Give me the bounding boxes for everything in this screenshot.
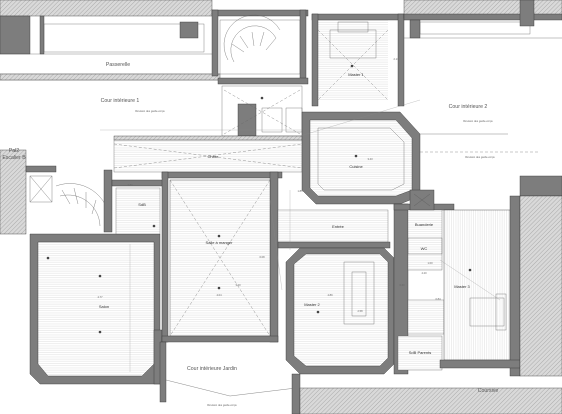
cuisine-room xyxy=(301,111,421,205)
dim-9: 2.13 xyxy=(393,57,399,61)
dim-5: 6.08 xyxy=(259,255,265,259)
small-office xyxy=(111,179,165,235)
label-stair-line1: Pal2 xyxy=(9,148,19,154)
top-building-band xyxy=(0,0,221,81)
dim-3: 3.43 xyxy=(367,157,373,161)
note-garde-corps-cour2: Révision des garde-corps xyxy=(463,119,493,123)
dim-6: 2.58 xyxy=(357,309,363,313)
label-passerelle: Passerelle xyxy=(106,62,130,68)
label-master-2: Master 2 xyxy=(304,302,320,307)
label-sdb-parents: SdB Parents xyxy=(409,350,431,355)
spiral-stair-top xyxy=(211,9,309,81)
label-master-1: Master 1 xyxy=(348,72,364,77)
dim-4: 2.80 xyxy=(127,183,133,187)
balcony-corridor xyxy=(113,135,303,173)
master-2-room xyxy=(285,247,395,375)
label-cour-interieure-2: Cour intérieure 2 xyxy=(449,104,488,110)
light-fixtures xyxy=(46,64,472,334)
dim-8: 3.20 xyxy=(235,283,241,287)
central-stair-block xyxy=(217,77,309,137)
guide-lines xyxy=(100,99,501,372)
salle-a-manger-room xyxy=(161,171,283,343)
dim-12: 1.00 xyxy=(427,261,433,265)
label-salon: Salon xyxy=(99,304,109,309)
label-stair-line2: Escalier B xyxy=(2,155,26,161)
right-top-building xyxy=(403,0,562,39)
label-master-3: Master 3 xyxy=(454,284,470,289)
label-coursive: Coursive xyxy=(478,388,499,394)
note-garde-corps-bottom: Révision des garde-corps xyxy=(207,403,237,407)
dim-11: 0.60 xyxy=(399,283,405,287)
salon-room xyxy=(29,233,163,385)
right-wing xyxy=(393,175,562,377)
label-chbre: Chbre xyxy=(208,154,220,159)
label-sdb: SdB xyxy=(138,202,146,207)
dim-1: 4.77 xyxy=(97,295,103,299)
label-cour-interieure-jardin: Cour intérieure Jardin xyxy=(187,366,237,372)
label-wc: WC xyxy=(421,246,428,251)
dim-2: 4.04 xyxy=(216,293,222,297)
dim-7: 4.89 xyxy=(327,293,333,297)
note-garde-corps-top: Révision des garde-corps xyxy=(135,109,165,113)
cour-jardin-bottom xyxy=(159,341,562,414)
label-salle-a-manger: Salle à manger xyxy=(206,240,234,245)
note-garde-corps-right: Révision des garde-corps xyxy=(465,155,495,159)
left-stair-building xyxy=(0,149,113,235)
dim-13: 0.84 xyxy=(435,297,441,301)
label-entree: Entrée xyxy=(332,224,345,229)
dim-14: 1.85 xyxy=(297,189,303,193)
label-cour-interieure-1: Cour intérieure 1 xyxy=(101,98,140,104)
entree-corridor xyxy=(277,209,391,249)
dim-10: 4.20 xyxy=(421,271,427,275)
label-buanderie: Buanderie xyxy=(415,222,434,227)
master-1-room xyxy=(311,13,405,107)
label-cuisine: Cuisine xyxy=(349,164,363,169)
small-stair-right xyxy=(409,189,435,211)
